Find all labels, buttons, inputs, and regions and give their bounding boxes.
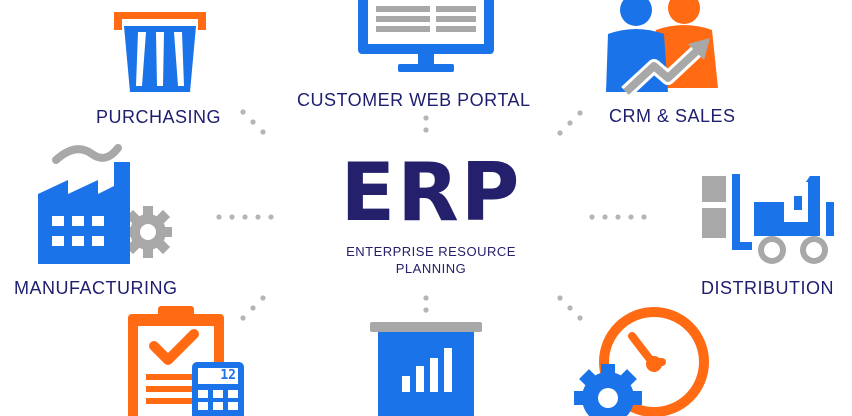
label-crm-sales: CRM & SALES <box>609 106 736 126</box>
label-customer-web-portal: CUSTOMER WEB PORTAL <box>297 90 531 110</box>
clock-gear-icon <box>574 307 709 416</box>
erp-title: ERP <box>340 146 522 239</box>
erp-subtitle: ENTERPRISE RESOURCE PLANNING <box>326 243 536 277</box>
calculator-display: 12 <box>220 368 236 383</box>
gear-icon <box>574 364 642 416</box>
forklift-icon <box>702 174 834 264</box>
erp-subtitle-line-2: PLANNING <box>395 261 467 276</box>
factory-icon <box>38 144 172 264</box>
calculator-icon <box>192 362 244 416</box>
monitor-icon <box>358 0 494 72</box>
label-distribution: DISTRIBUTION <box>701 278 835 298</box>
label-purchasing: PURCHASING <box>96 107 222 127</box>
presentation-chart-icon <box>370 322 482 416</box>
purchasing-icon <box>114 12 206 92</box>
crm-people-icon <box>606 0 718 98</box>
label-manufacturing: MANUFACTURING <box>14 278 178 298</box>
erp-subtitle-line-1: ENTERPRISE RESOURCE <box>346 244 516 259</box>
